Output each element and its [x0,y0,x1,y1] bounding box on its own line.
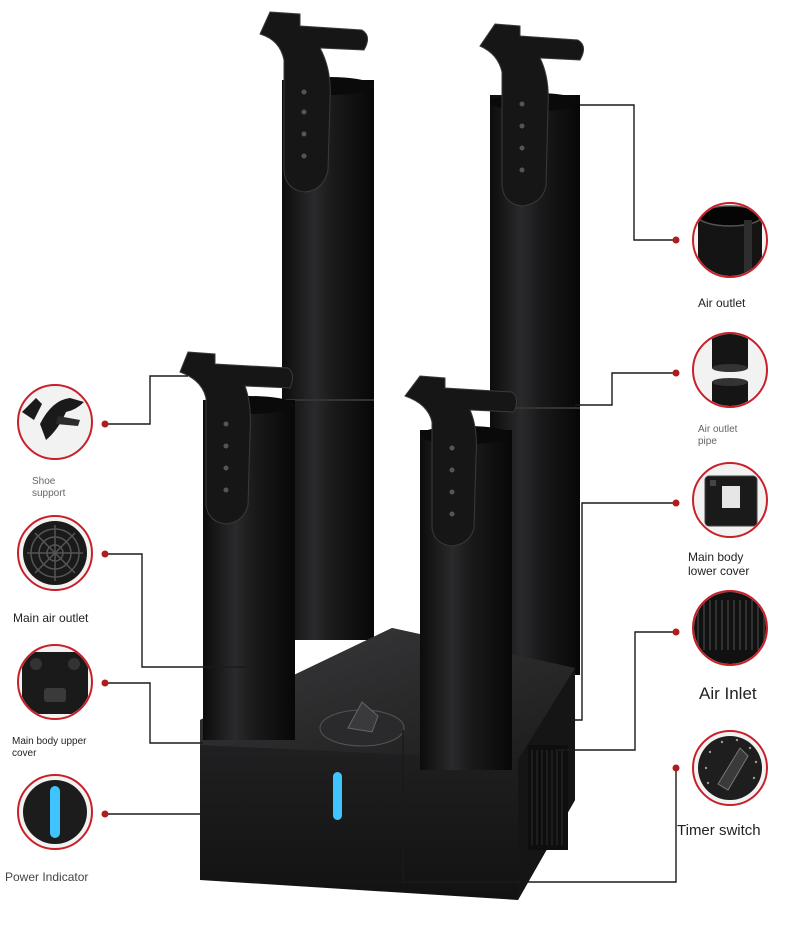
shoe-support-front-left [179,351,294,525]
callout-line-main-air-outlet [105,553,247,668]
label-air-outlet: Air outlet [698,296,746,310]
callout-dots [101,236,680,818]
callout-line-air-outlet [580,104,676,241]
lower-cover-icon [692,462,768,538]
callout-lines [105,104,677,883]
callout-line-power [105,794,333,815]
label-main-air-outlet: Main air outlet [13,611,89,625]
label-power-indicator: Power Indicator [5,870,89,884]
shoe-support-icon [17,384,93,460]
callout-line-timer [402,730,677,883]
label-timer-switch: Timer switch [677,822,761,839]
callout-line-air-outlet-pipe [575,372,676,406]
vent-grille-icon [692,590,768,666]
shoe-support-back-left [259,11,368,193]
callout-line-air-inlet [555,631,676,751]
pipe-segments-icon [692,332,768,408]
air-inlet-vent [528,745,568,850]
tube-top-icon [692,202,768,278]
shoe-support-back-right [479,23,584,207]
fan-grille-icon [17,515,93,591]
power-indicator-light [333,772,342,820]
shoe-support-front-right [404,375,518,547]
label-air-outlet-pipe: Air outlet pipe [698,424,738,447]
power-indicator-icon [17,774,93,850]
callout-line-shoe-support [105,375,188,425]
callout-line-upper-cover [105,682,203,744]
upper-cover-icon [17,644,93,720]
label-main-body-upper-cover: Main body upper cover [12,736,87,759]
label-main-body-lower-cover: Main body lower cover [688,550,750,578]
label-air-inlet: Air Inlet [699,684,757,703]
timer-dial-icon [692,730,768,806]
label-shoe-support: Shoe support [32,476,66,499]
shoe-dryer-device [179,11,584,900]
callout-line-lower-cover [570,502,676,721]
